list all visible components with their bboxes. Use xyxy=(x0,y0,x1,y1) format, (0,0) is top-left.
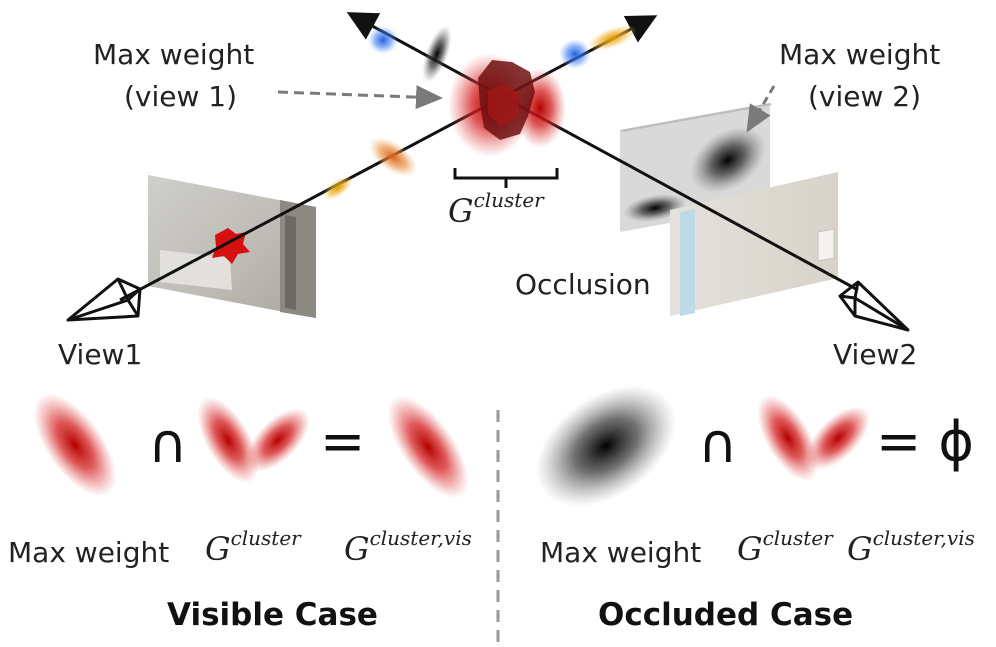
camera-view1-icon xyxy=(66,277,142,322)
gaussians-along-rays xyxy=(322,25,637,201)
camera-view2-icon xyxy=(838,280,910,332)
object-cluster xyxy=(448,53,566,157)
occluded-cluster-label: Gcluster xyxy=(737,526,833,568)
max-weight-view2-line2: (view 2) xyxy=(808,80,922,113)
visible-max-weight-label: Max weight xyxy=(8,536,170,569)
dashed-arrow-view2 xyxy=(746,85,776,133)
cluster-bracket xyxy=(453,168,559,188)
occlusion-label: Occlusion xyxy=(515,268,651,301)
max-weight-view1-line1: Max weight xyxy=(93,38,255,71)
occluded-case-title: Occluded Case xyxy=(598,597,854,633)
max-weight-view1-line2: (view 1) xyxy=(124,80,238,113)
max-weight-view2-line1: Max weight xyxy=(779,38,941,71)
visible-cluster-label: Gcluster xyxy=(205,526,301,568)
occluded-max-weight-label: Max weight xyxy=(540,536,702,569)
visible-intersect-op: ∩ xyxy=(148,412,188,475)
visible-case-shapes xyxy=(33,393,469,499)
view1-image-plane xyxy=(148,175,316,318)
visible-case-title: Visible Case xyxy=(167,597,378,633)
occluded-case-shapes xyxy=(535,385,870,507)
occluded-equals-empty-op: = ϕ xyxy=(876,410,975,473)
view1-label: View1 xyxy=(58,338,143,371)
occluded-cluster-vis-label: Gcluster,vis xyxy=(847,526,975,568)
view2-label: View2 xyxy=(833,338,918,371)
occluding-wall xyxy=(670,172,838,316)
cluster-label: Gcluster xyxy=(448,188,544,230)
occluded-intersect-op: ∩ xyxy=(698,412,738,475)
visible-cluster-vis-label: Gcluster,vis xyxy=(344,526,472,568)
visible-equals-op: = xyxy=(320,410,366,473)
dashed-arrow-view1 xyxy=(277,85,443,110)
